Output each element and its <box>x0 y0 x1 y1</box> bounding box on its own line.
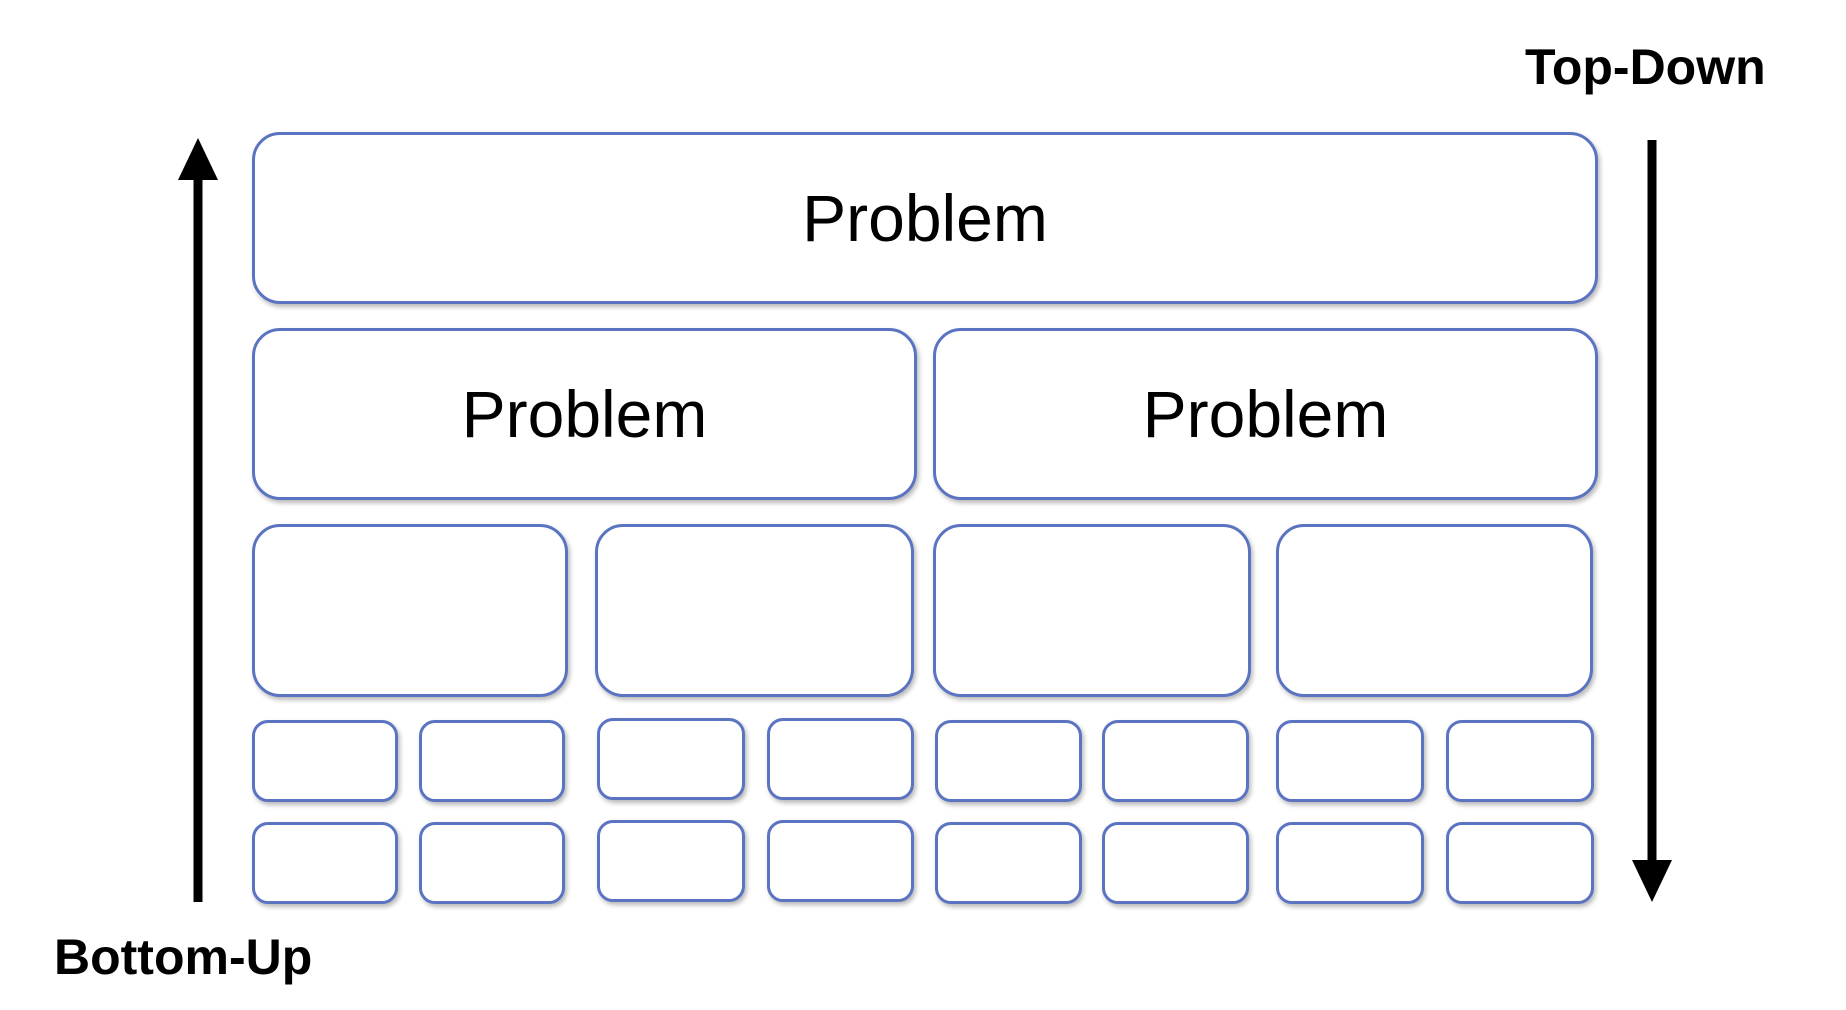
subproblem-box-level-4 <box>1102 720 1249 802</box>
subproblem-box-level-5 <box>1102 822 1249 904</box>
subproblem-box-level-4 <box>419 720 565 802</box>
problem-box-level-1: Problem <box>252 132 1598 304</box>
subproblem-box-level-5 <box>252 822 398 904</box>
subproblem-box-level-4 <box>1446 720 1594 802</box>
subproblem-box-level-5 <box>935 822 1082 904</box>
subproblem-box-level-3 <box>1276 524 1593 697</box>
top-down-arrow <box>1632 140 1672 902</box>
bottom-up-label: Bottom-Up <box>54 929 313 985</box>
subproblem-box-level-5 <box>419 822 565 904</box>
subproblem-box-level-3 <box>595 524 914 697</box>
problem-box-level-2-right: Problem <box>933 328 1598 500</box>
subproblem-box-level-5 <box>597 820 745 902</box>
subproblem-box-level-4 <box>597 718 745 800</box>
subproblem-box-level-3 <box>933 524 1251 697</box>
subproblem-box-level-4 <box>935 720 1082 802</box>
subproblem-box-level-3 <box>252 524 568 697</box>
subproblem-box-level-4 <box>252 720 398 802</box>
subproblem-box-level-5 <box>1446 822 1594 904</box>
subproblem-box-level-4 <box>1276 720 1424 802</box>
problem-box-level-2-left: Problem <box>252 328 917 500</box>
subproblem-box-level-5 <box>1276 822 1424 904</box>
subproblem-box-level-4 <box>767 718 914 800</box>
bottom-up-arrow <box>178 138 218 902</box>
subproblem-box-level-5 <box>767 820 914 902</box>
top-down-label: Top-Down <box>1525 39 1766 95</box>
